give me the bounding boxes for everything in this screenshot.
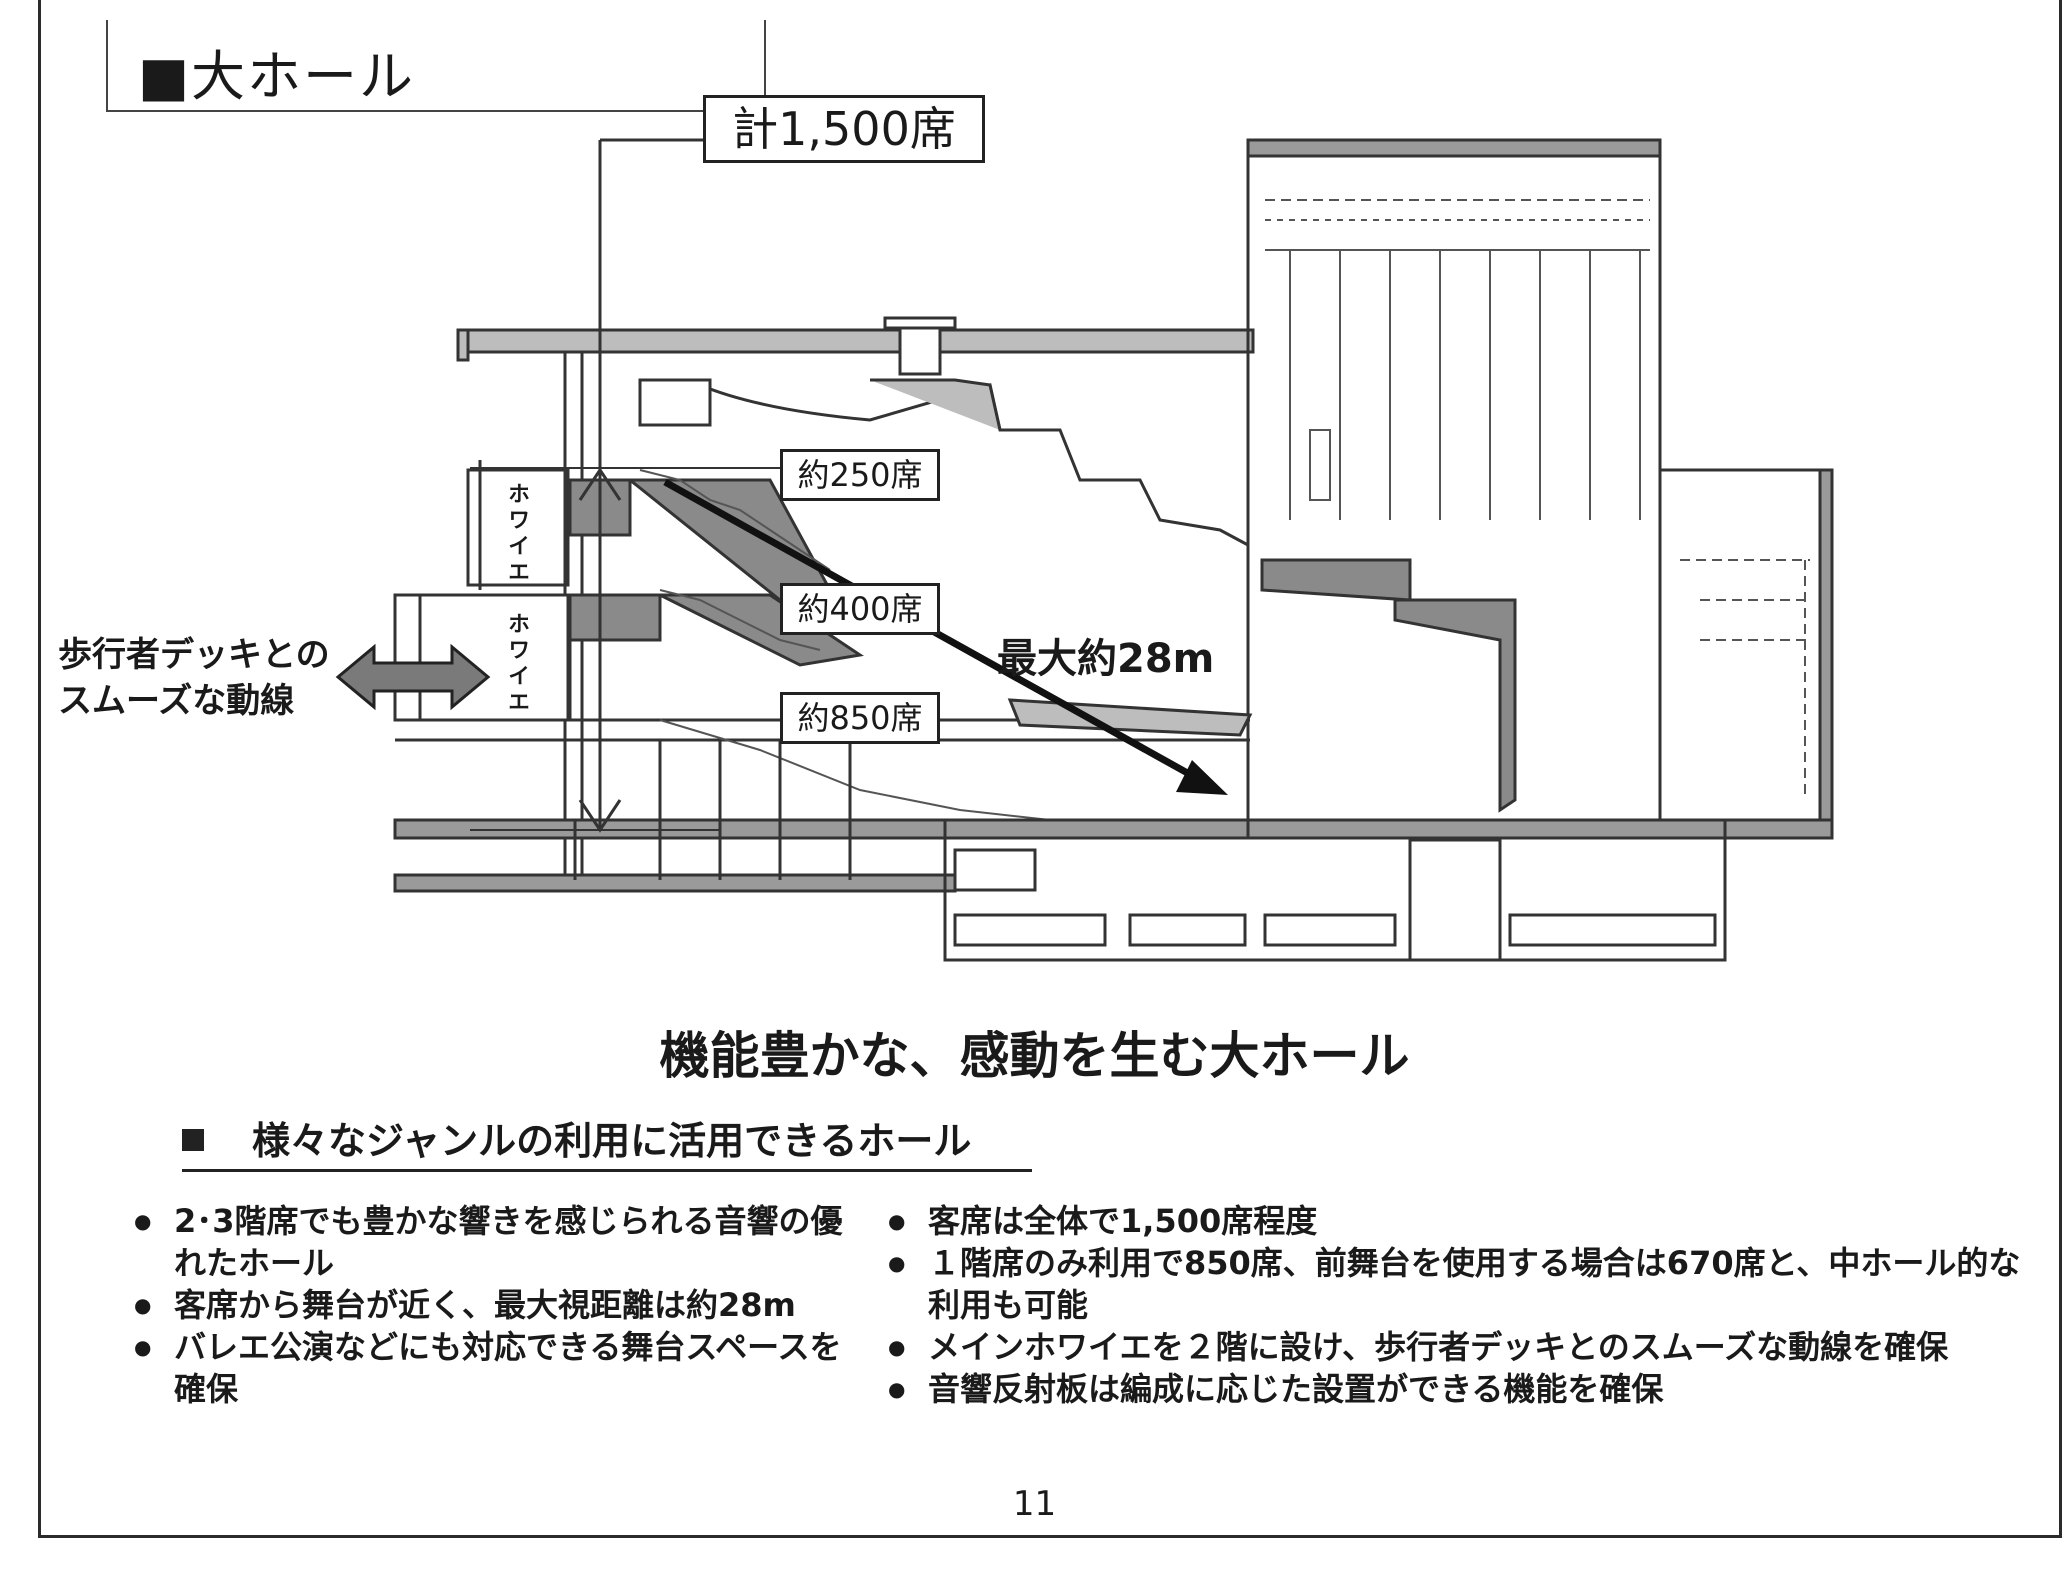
level2-slab bbox=[568, 593, 662, 642]
title-box: ■大ホール bbox=[106, 20, 766, 112]
max-distance-label: 最大約28m bbox=[997, 636, 1215, 682]
bullet-list-right: 客席は全体で1,500席程度 １階席のみ利用で850席、前舞台を使用する場合は6… bbox=[888, 1200, 2038, 1410]
seat-label-level3: 約250席 bbox=[780, 449, 940, 501]
page-frame bbox=[38, 0, 2062, 1538]
deck-double-arrow bbox=[335, 643, 491, 711]
list-item: 客席は全体で1,500席程度 bbox=[888, 1200, 2038, 1242]
list-item: バレエ公演などにも対応できる舞台スペースを確保 bbox=[134, 1326, 864, 1410]
roof-slab bbox=[456, 328, 1255, 354]
list-item: １階席のみ利用で850席、前舞台を使用する場合は670席と、中ホール的な利用も可… bbox=[888, 1242, 2038, 1326]
square-bullet-icon bbox=[182, 1128, 204, 1151]
list-item: 音響反射板は編成に応じた設置ができる機能を確保 bbox=[888, 1368, 2038, 1410]
bullet-list-left: 2･3階席でも豊かな響きを感じられる音響の優れたホール 客席から舞台が近く、最大… bbox=[134, 1200, 864, 1410]
deck-note-line2: スムーズな動線 bbox=[58, 681, 295, 721]
list-item: メインホワイエを２階に設け、歩行者デッキとのスムーズな動線を確保 bbox=[888, 1326, 2038, 1368]
list-item: 客席から舞台が近く、最大視距離は約28m bbox=[134, 1284, 864, 1326]
section-heading-text: 様々なジャンルの利用に活用できるホール bbox=[252, 1119, 972, 1163]
section-heading: 様々なジャンルの利用に活用できるホール bbox=[182, 1110, 1032, 1172]
seat-label-level2: 約400席 bbox=[780, 583, 940, 635]
foyer-label-lower: ホワイエ bbox=[504, 612, 529, 716]
foyer-label-upper: ホワイエ bbox=[504, 482, 529, 586]
seat-label-level1: 約850席 bbox=[780, 692, 940, 744]
total-seats-label: 計1,500席 bbox=[703, 95, 985, 163]
basement bbox=[943, 818, 1727, 962]
deck-note-line1: 歩行者デッキとの bbox=[58, 635, 330, 675]
list-item: 2･3階席でも豊かな響きを感じられる音響の優れたホール bbox=[134, 1200, 864, 1284]
subtitle: 機能豊かな、感動を生む大ホール bbox=[659, 1027, 1410, 1085]
page-title: ■大ホール bbox=[138, 45, 416, 108]
deck-note: 歩行者デッキとの スムーズな動線 bbox=[58, 632, 330, 724]
page-number: 11 bbox=[1012, 1484, 1057, 1524]
